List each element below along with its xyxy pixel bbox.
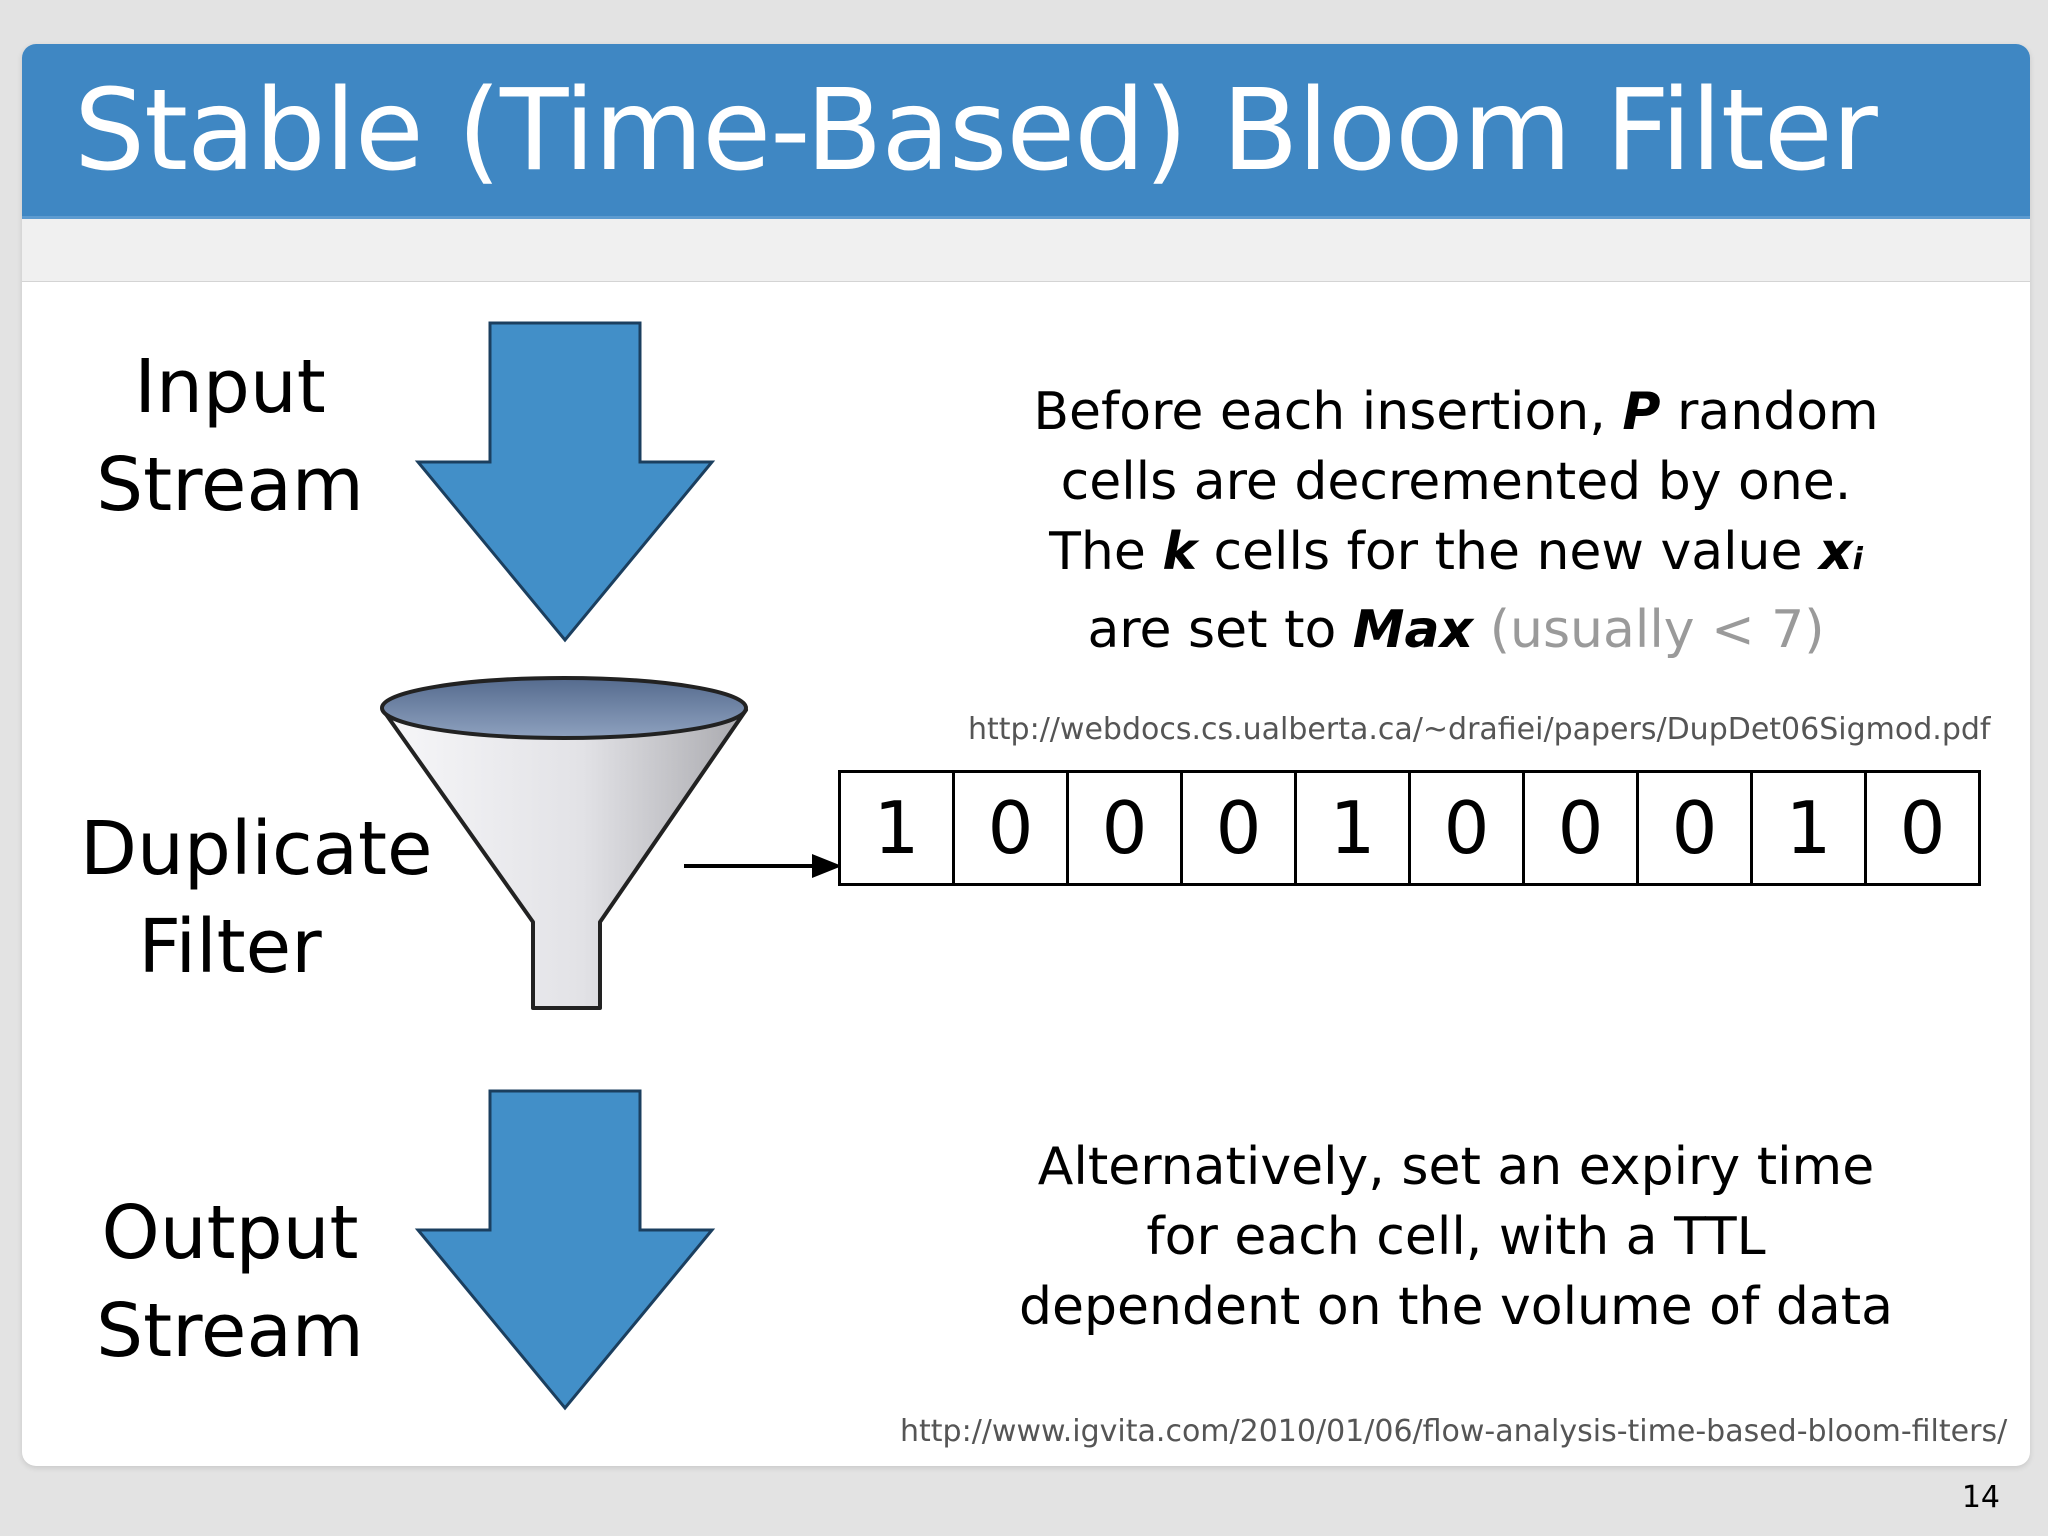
output-stream-label: Output Stream xyxy=(80,1184,380,1380)
bit-cell: 0 xyxy=(955,773,1069,883)
text-fragment: cells for the new value xyxy=(1196,522,1820,582)
text-fragment: The xyxy=(1049,522,1163,582)
text-fragment: random xyxy=(1660,382,1879,442)
duplicate-filter-label: Duplicate Filter xyxy=(80,800,433,996)
expiry-description-line3: dependent on the volume of data xyxy=(1019,1277,1893,1337)
variable-p: P xyxy=(1622,382,1661,442)
title-bar: Stable (Time-Based) Bloom Filter xyxy=(22,44,2030,219)
insertion-description: Before each insertion, P random cells ar… xyxy=(1016,377,1896,665)
output-stream-label-line2: Stream xyxy=(96,1288,364,1374)
insertion-description-line1: Before each insertion, P random xyxy=(1016,377,1896,447)
duplicate-filter-label-line2: Filter xyxy=(138,904,322,990)
bit-cell: 0 xyxy=(1411,773,1525,883)
insertion-description-line4: are set to Max (usually < 7) xyxy=(1016,595,1896,665)
text-fragment: are set to xyxy=(1087,600,1353,660)
insertion-description-line2: cells are decremented by one. xyxy=(1060,452,1852,512)
page-number: 14 xyxy=(1961,1480,2000,1515)
bit-cell: 1 xyxy=(1297,773,1411,883)
source-link-bottom[interactable]: http://www.igvita.com/2010/01/06/flow-an… xyxy=(900,1414,2008,1449)
expiry-description-line1: Alternatively, set an expiry time xyxy=(1037,1137,1875,1197)
bit-cell: 1 xyxy=(841,773,955,883)
subheader-band xyxy=(22,219,2030,282)
bit-cell: 0 xyxy=(1525,773,1639,883)
bit-cell: 0 xyxy=(1069,773,1183,883)
bit-cell: 0 xyxy=(1899,786,1946,870)
slide-title: Stable (Time-Based) Bloom Filter xyxy=(74,66,1878,196)
subscript-i: i xyxy=(1852,542,1863,577)
duplicate-filter-label-line1: Duplicate xyxy=(80,806,433,892)
variable-max: Max xyxy=(1352,600,1474,660)
bit-cell: 1 xyxy=(1753,773,1867,883)
output-stream-label-line1: Output xyxy=(101,1190,359,1276)
bit-cell: 0 xyxy=(1183,773,1297,883)
input-stream-label: Input Stream xyxy=(80,338,380,534)
pointer-arrow-icon xyxy=(684,854,842,878)
funnel-icon xyxy=(380,676,748,1010)
bit-cell: 0 xyxy=(1639,773,1753,883)
bit-array: 1 0 0 0 1 0 0 0 1 0 xyxy=(838,770,1981,886)
output-arrow-icon xyxy=(414,1089,716,1411)
max-note: (usually < 7) xyxy=(1473,600,1825,660)
insertion-description-line3: The k cells for the new value xi xyxy=(1016,517,1896,595)
variable-k: k xyxy=(1162,522,1197,582)
source-link-top[interactable]: http://webdocs.cs.ualberta.ca/~drafiei/p… xyxy=(968,712,1991,747)
slide-card: Stable (Time-Based) Bloom Filter xyxy=(22,44,2030,1466)
input-arrow-icon xyxy=(414,321,716,643)
expiry-description-line2: for each cell, with a TTL xyxy=(1146,1207,1766,1267)
input-stream-label-line1: Input xyxy=(134,344,326,430)
input-stream-label-line2: Stream xyxy=(96,442,364,528)
expiry-description: Alternatively, set an expiry time for ea… xyxy=(1016,1132,1896,1342)
text-fragment: Before each insertion, xyxy=(1033,382,1623,442)
variable-x: x xyxy=(1819,522,1853,582)
